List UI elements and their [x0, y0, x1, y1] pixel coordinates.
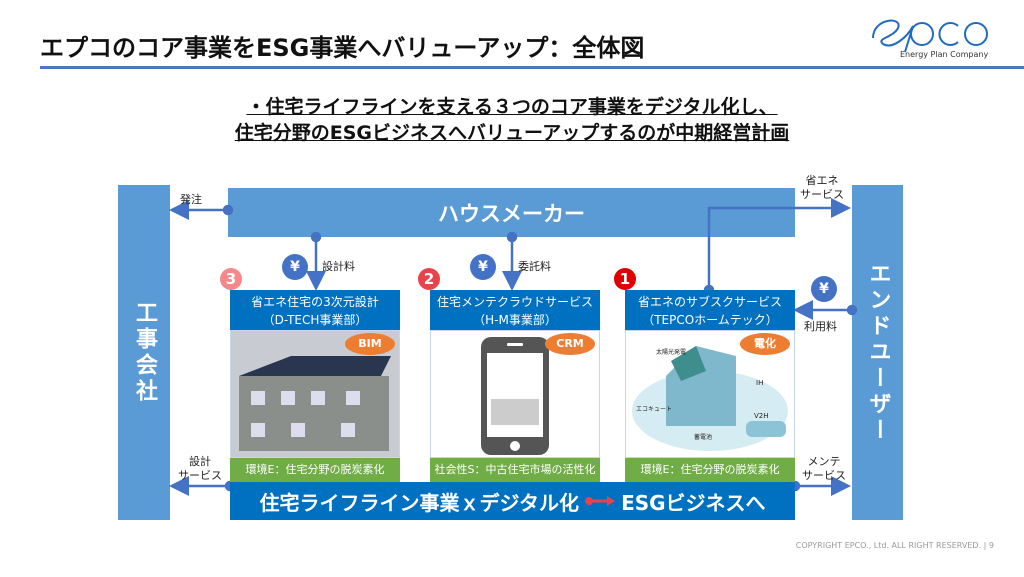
diagram-label: エコキュート [636, 406, 673, 413]
design-service-label: 設計サービス [178, 455, 222, 483]
usage-fee-label: 利用料 [804, 320, 837, 333]
label-line: サービス [800, 188, 844, 201]
card-title: 住宅メンテクラウドサービス [436, 295, 593, 309]
yen-icon: ¥ [811, 276, 837, 302]
contractor-bar: 工事会社 [118, 185, 170, 520]
diagram-label: 蓄電池 [694, 434, 713, 441]
yen-icon: ¥ [470, 254, 496, 280]
number-badge-1: 1 [614, 268, 636, 290]
label-line: メンテ [807, 455, 841, 468]
card-dept: （H-M事業部） [473, 313, 557, 327]
maint-service-label: メンテサービス [802, 455, 846, 483]
diagram-label: V2H [754, 412, 769, 420]
subtitle-line-2: 住宅分野のESGビジネスへバリューアップするのが中期経営計画 [0, 118, 1024, 145]
yen-icon: ¥ [282, 254, 308, 280]
bottom-banner: 住宅ライフライン事業ｘデジタル化 ESGビジネスへ [230, 482, 795, 520]
smartphone-image: CRM [430, 330, 600, 458]
logo-tagline: Energy Plan Company [900, 50, 989, 59]
consign-fee-label: 委託料 [518, 260, 551, 273]
energy-service-label: 省エネサービス [800, 174, 844, 202]
number-badge-2: 2 [418, 268, 440, 290]
card-dtech: 省エネ住宅の3次元設計 （D-TECH事業部） BIM 環境E：住宅分野の脱炭素化 [230, 290, 400, 482]
card-dept: （TEPCOホームテック） [642, 313, 778, 327]
number-badge-3: 3 [220, 268, 242, 290]
label-line: 設計 [189, 455, 211, 468]
bim-badge: BIM [345, 333, 395, 355]
house-maker-bar: ハウスメーカー [228, 188, 795, 237]
subtitle-line-1: ・住宅ライフラインを支える３つのコア事業をデジタル化し、 [0, 92, 1024, 119]
label-line: サービス [802, 469, 846, 482]
order-label: 発注 [180, 193, 202, 206]
subtitle-text-2: 住宅分野のESGビジネスへバリューアップするのが中期経営計画 [234, 122, 790, 144]
subtitle-text-1: ・住宅ライフラインを支える３つのコア事業をデジタル化し、 [246, 96, 778, 118]
title-rule [40, 66, 1024, 69]
electrification-badge: 電化 [740, 333, 790, 355]
card-title: 省エネ住宅の3次元設計 [251, 295, 379, 309]
card-hm: 住宅メンテクラウドサービス （H-M事業部） CRM 社会性S：中古住宅市場の活性… [430, 290, 600, 482]
card-title: 省エネのサブスクサービス [637, 295, 782, 309]
end-user-bar: エンドユーザー [852, 185, 903, 520]
diagram-label: 太陽光発電 [656, 349, 687, 356]
label-line: 省エネ [805, 174, 839, 187]
card-header: 住宅メンテクラウドサービス （H-M事業部） [430, 290, 600, 330]
epco-logo [872, 19, 988, 52]
label-line: サービス [178, 469, 222, 482]
card-tepco: 省エネのサブスクサービス （TEPCOホームテック） 太陽光発電 IH V2H エ… [625, 290, 795, 482]
electrification-diagram: 太陽光発電 IH V2H エコキュート 蓄電池 電化 [625, 330, 795, 458]
card-header: 省エネのサブスクサービス （TEPCOホームテック） [625, 290, 795, 330]
red-arrow-icon [585, 496, 616, 506]
esg-label: 社会性S：中古住宅市場の活性化 [430, 458, 600, 482]
esg-label: 環境E：住宅分野の脱炭素化 [625, 458, 795, 482]
crm-badge: CRM [545, 333, 595, 355]
house-photo: BIM [230, 330, 400, 458]
card-dept: （D-TECH事業部） [262, 313, 368, 327]
page-title: エプコのコア事業をESG事業へバリューアップ：全体図 [40, 34, 645, 62]
card-header: 省エネ住宅の3次元設計 （D-TECH事業部） [230, 290, 400, 330]
banner-right-text: ESGビジネスへ [621, 490, 766, 515]
footer-copyright: COPYRIGHT EPCO., Ltd. ALL RIGHT RESERVED… [795, 541, 994, 550]
design-fee-label: 設計料 [322, 260, 355, 273]
banner-left-text: 住宅ライフライン事業ｘデジタル化 [259, 490, 580, 515]
energy-service-arrow [707, 198, 851, 290]
esg-label: 環境E：住宅分野の脱炭素化 [230, 458, 400, 482]
diagram-label: IH [756, 379, 764, 387]
